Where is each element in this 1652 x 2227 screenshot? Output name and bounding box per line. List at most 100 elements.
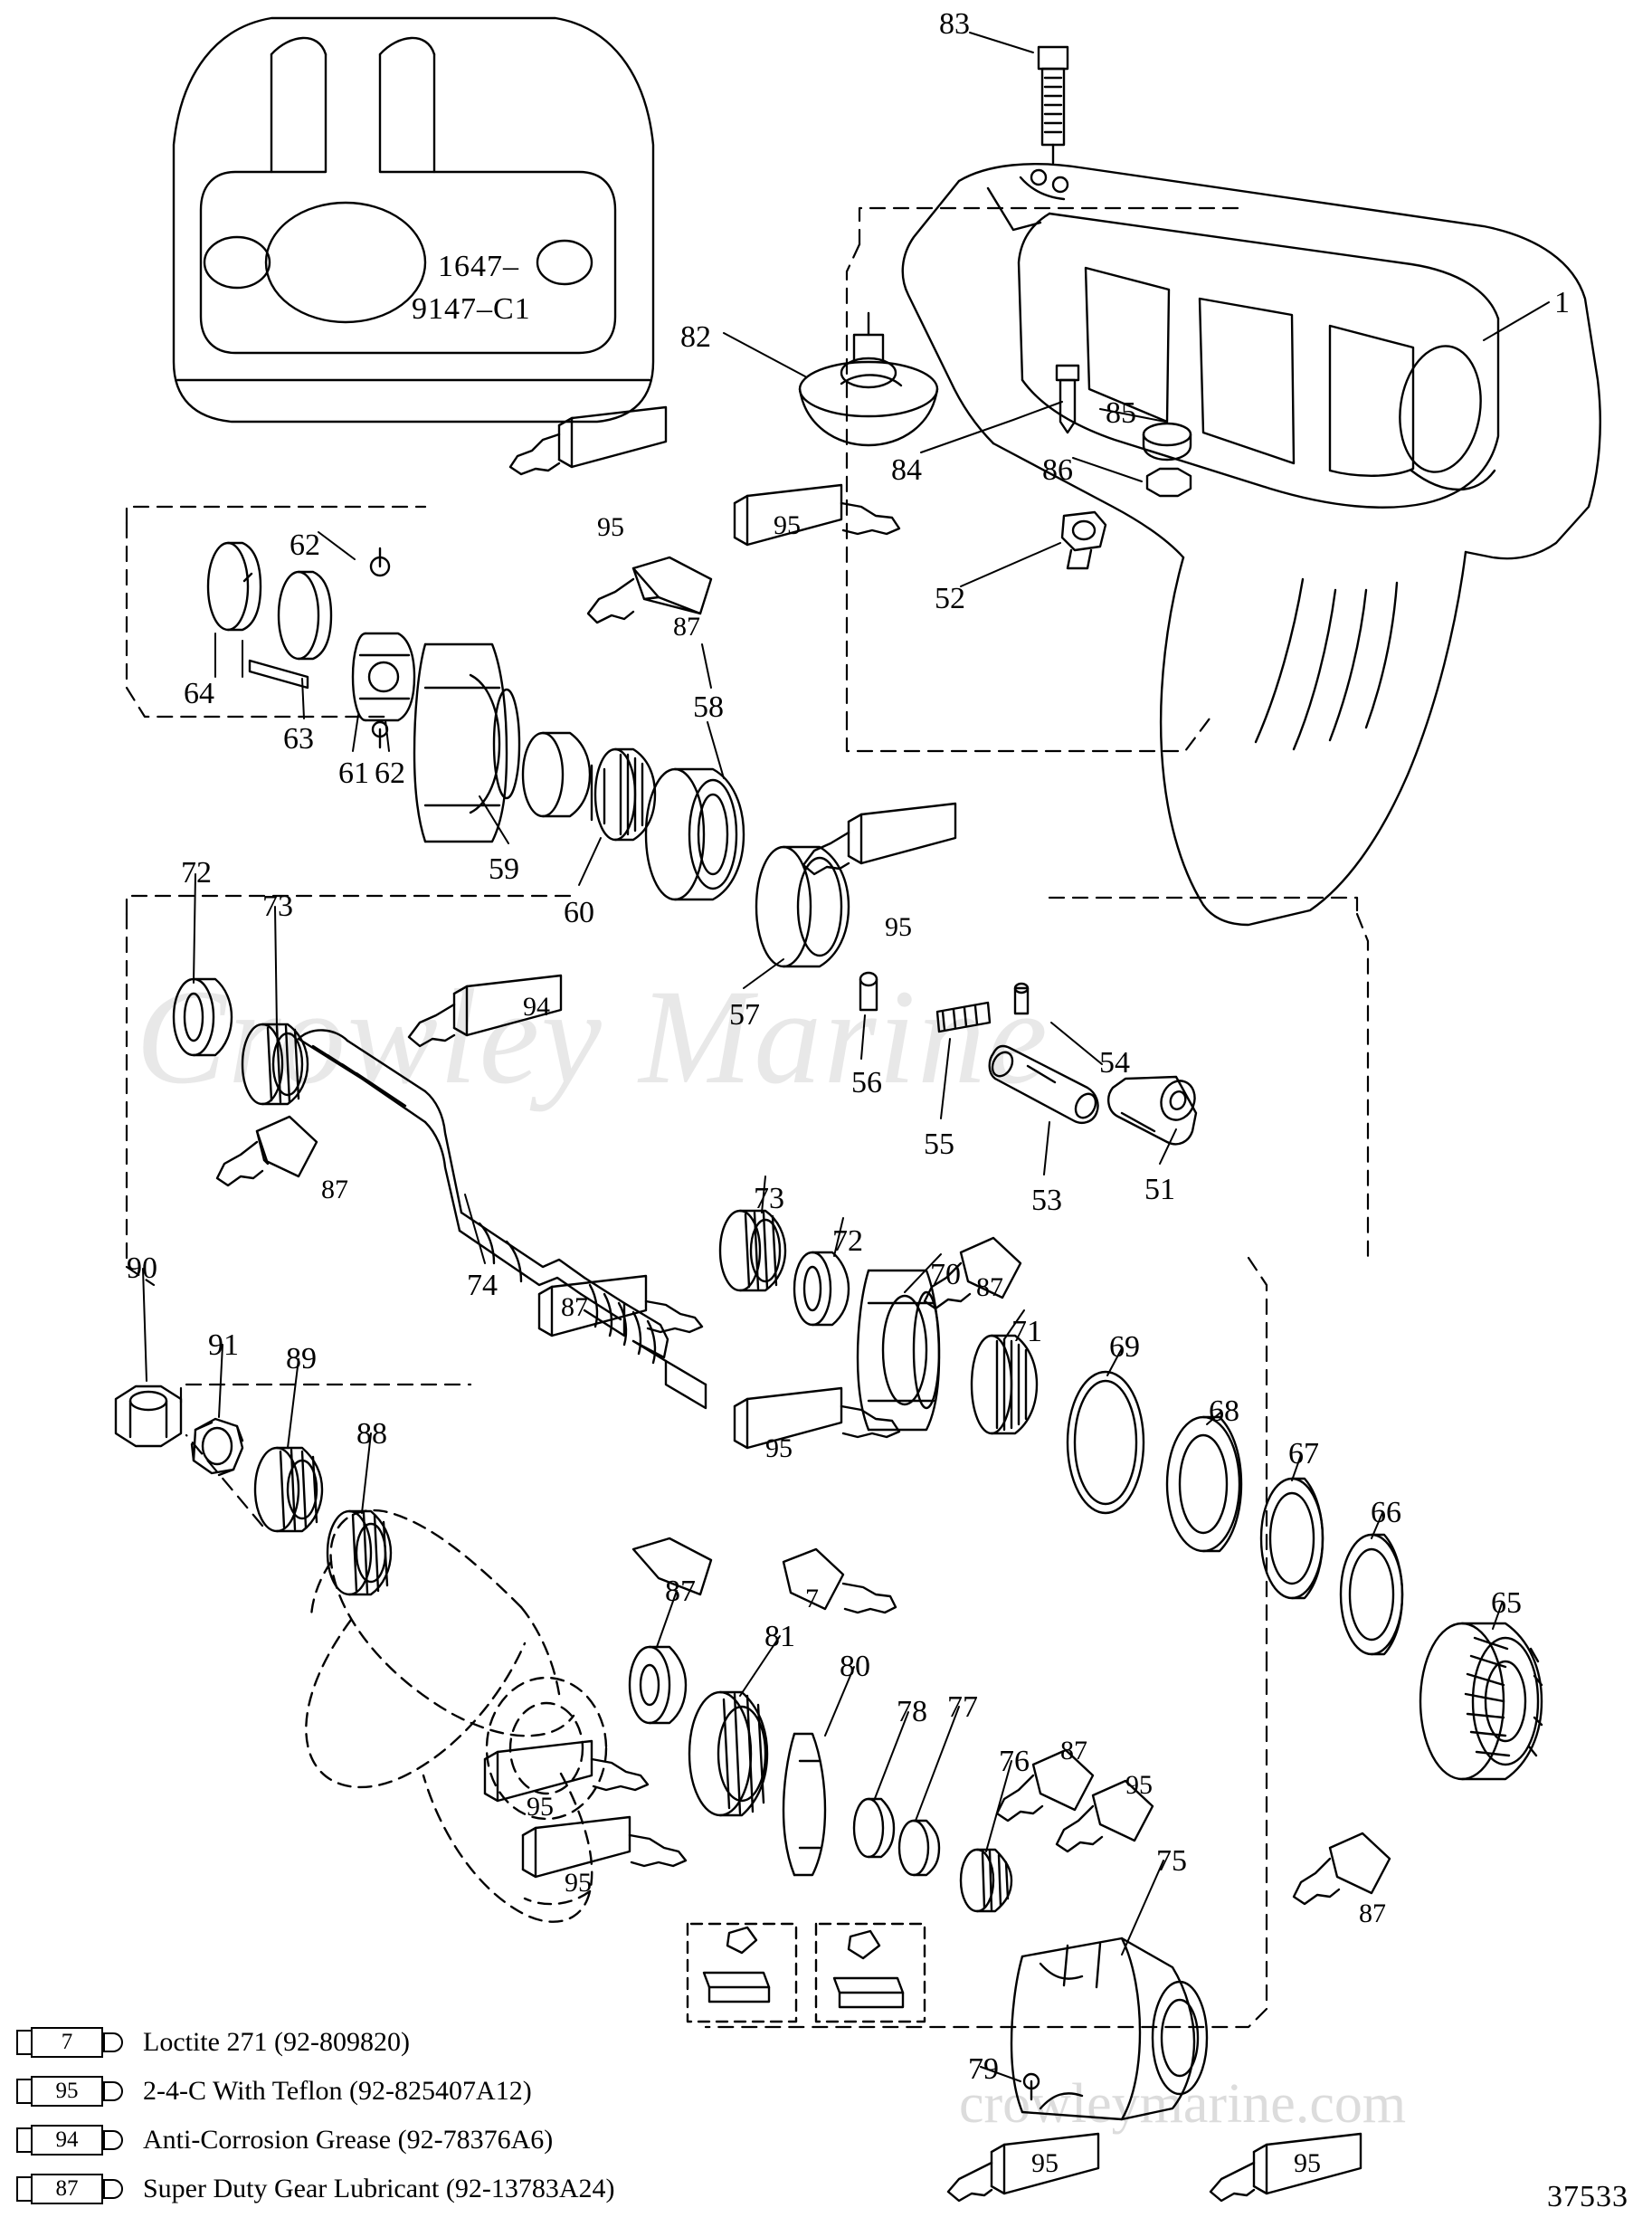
legend-code: 94	[31, 2125, 103, 2156]
legend-label: 2-4-C With Teflon (92-825407A12)	[143, 2076, 532, 2106]
callout-tube-87-a: 87	[673, 612, 700, 642]
callout-78: 78	[897, 1695, 927, 1728]
tube-cap-icon	[16, 2176, 31, 2202]
callout-72-b: 72	[832, 1224, 863, 1258]
callout-80: 80	[840, 1650, 870, 1683]
legend-row: 7 Loctite 271 (92-809820)	[16, 2018, 885, 2067]
callout-89: 89	[286, 1342, 317, 1375]
callout-85: 85	[1106, 396, 1136, 430]
callout-tube-87-e: 87	[1060, 1736, 1087, 1765]
callout-72-a: 72	[181, 856, 212, 890]
callout-tube-95-g: 95	[565, 1868, 592, 1898]
callout-84: 84	[891, 453, 922, 487]
legend-row: 95 2-4-C With Teflon (92-825407A12)	[16, 2067, 885, 2116]
legend-row: 94 Anti-Corrosion Grease (92-78376A6)	[16, 2116, 885, 2165]
callout-79: 79	[968, 2052, 999, 2086]
callout-51: 51	[1144, 1173, 1175, 1206]
callout-82: 82	[680, 320, 711, 354]
decal-inset	[172, 16, 655, 424]
callout-57: 57	[729, 998, 760, 1032]
parts-76-81	[628, 1645, 1013, 1913]
tube-nozzle-icon	[103, 2130, 123, 2150]
callout-83: 83	[939, 7, 970, 41]
callout-68: 68	[1209, 1394, 1239, 1428]
tube-cap-icon	[16, 2079, 31, 2104]
part-84-screw	[1055, 364, 1080, 434]
tube-nozzle-icon	[103, 2179, 123, 2199]
callout-73-b: 73	[754, 1182, 784, 1215]
callout-66: 66	[1371, 1496, 1401, 1529]
tube-icon: 7	[16, 2027, 123, 2058]
gear-housing-body	[901, 162, 1601, 927]
tube-cap-icon	[16, 2030, 31, 2055]
parts-57-60	[413, 642, 850, 968]
callout-tube-95-e: 95	[1125, 1770, 1153, 1800]
legend-code: 87	[31, 2174, 103, 2204]
part-52-fitting	[1060, 510, 1107, 570]
callout-63: 63	[283, 722, 314, 756]
callout-65: 65	[1491, 1586, 1522, 1620]
callout-90: 90	[127, 1251, 157, 1285]
callout-52: 52	[935, 582, 965, 615]
callout-tube-94: 94	[523, 992, 550, 1022]
part-72-washer-center	[793, 1251, 850, 1327]
callout-tube-87-f: 87	[1359, 1899, 1386, 1928]
callout-tube-7: 7	[805, 1584, 819, 1613]
tube-icon: 87	[16, 2174, 123, 2204]
callout-71: 71	[1011, 1315, 1042, 1348]
decal-text-line1: 1647–	[438, 250, 519, 283]
callout-56: 56	[851, 1066, 882, 1099]
callout-62-b: 62	[375, 757, 405, 790]
part-83-bolt	[1037, 45, 1069, 165]
watermark-footer: crowleymarine.com	[959, 2073, 1407, 2135]
callout-1: 1	[1554, 286, 1570, 319]
callout-tube-95-i: 95	[1294, 2148, 1321, 2178]
callout-70: 70	[930, 1258, 961, 1291]
tube-nozzle-icon	[103, 2081, 123, 2101]
legend: 7 Loctite 271 (92-809820) 95 2-4-C With …	[16, 2018, 885, 2213]
callout-60: 60	[564, 896, 594, 929]
part-70-carrier	[856, 1269, 941, 1432]
tube-cap-icon	[16, 2127, 31, 2153]
legend-label: Loctite 271 (92-809820)	[143, 2027, 410, 2057]
part-85-86-nut	[1142, 422, 1192, 498]
callout-75: 75	[1156, 1844, 1187, 1878]
callout-64: 64	[184, 677, 214, 710]
legend-code: 95	[31, 2076, 103, 2107]
callout-tube-95-h: 95	[1031, 2148, 1059, 2178]
callout-88: 88	[356, 1417, 387, 1451]
callout-67: 67	[1288, 1437, 1319, 1470]
callout-55: 55	[924, 1128, 954, 1161]
part-65-gear	[1419, 1622, 1543, 1781]
drawing-number: 37533	[1547, 2180, 1628, 2213]
propeller-phantom	[305, 1508, 608, 1923]
callout-54: 54	[1099, 1046, 1130, 1080]
legend-label: Super Duty Gear Lubricant (92-13783A24)	[143, 2174, 615, 2203]
tube-icon: 94	[16, 2125, 123, 2156]
callout-tube-87-d: 87	[976, 1272, 1003, 1302]
callout-81: 81	[764, 1620, 795, 1653]
callout-tube-95-b: 95	[774, 510, 801, 540]
callout-91: 91	[208, 1328, 239, 1362]
callout-58: 58	[693, 690, 724, 724]
tube-nozzle-icon	[103, 2032, 123, 2052]
parts-61-64-seals	[206, 541, 416, 749]
callout-53: 53	[1031, 1184, 1062, 1217]
legend-label: Anti-Corrosion Grease (92-78376A6)	[143, 2125, 554, 2155]
part-51-shift-crank	[1107, 1075, 1198, 1146]
callout-tube-87-b: 87	[321, 1175, 348, 1204]
callout-73-a: 73	[262, 890, 293, 923]
part-73-gear-center	[718, 1209, 787, 1292]
watermark-main: Crowley Marine	[136, 962, 1049, 1112]
part-82-cap	[798, 311, 939, 447]
callout-76: 76	[999, 1745, 1030, 1778]
callout-tube-95-a: 95	[597, 512, 624, 542]
tube-icon: 95	[16, 2076, 123, 2107]
anode-parts	[702, 1926, 905, 2009]
decal-text-line2: 9147–C1	[412, 292, 531, 326]
callout-69: 69	[1109, 1330, 1140, 1364]
callout-tube-95-c: 95	[885, 912, 912, 942]
callout-86: 86	[1042, 453, 1073, 487]
callout-tube-95-f: 95	[527, 1792, 554, 1822]
